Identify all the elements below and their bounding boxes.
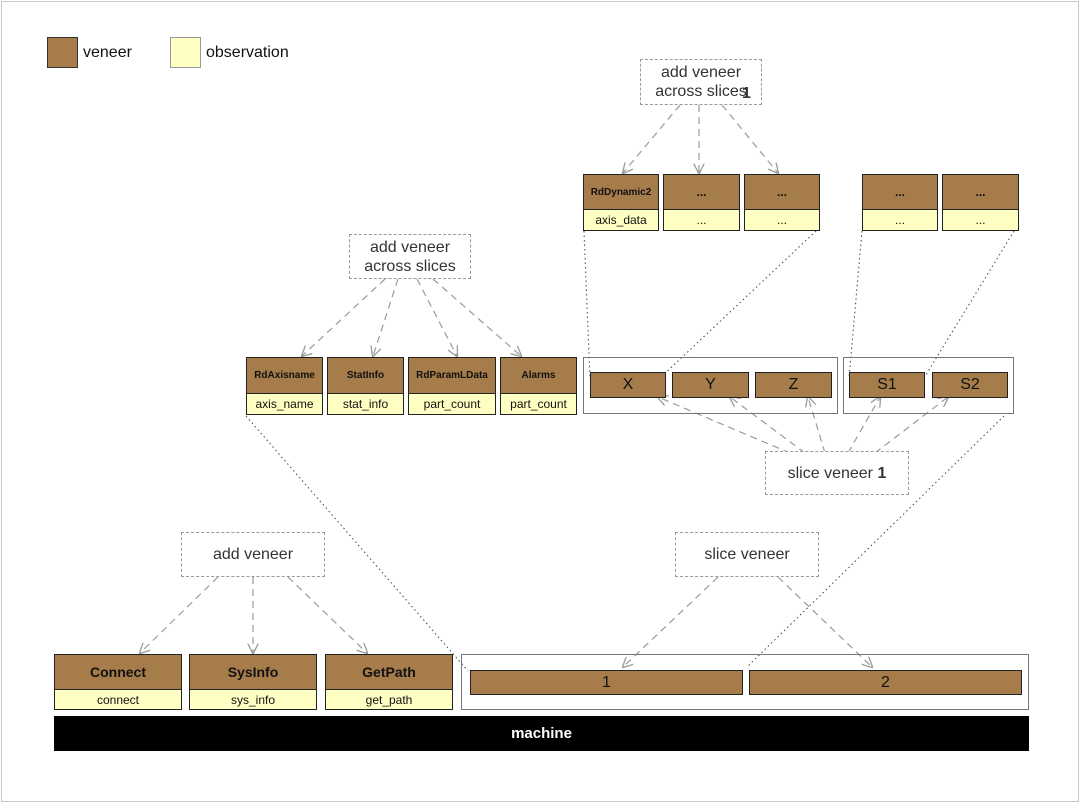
slice-veneer-1-number: 1	[877, 464, 887, 482]
slice-x: X	[590, 372, 666, 398]
add-veneer-across-slices-text: add veneer across slices	[364, 238, 456, 275]
arrow-across1-dots-2	[721, 104, 778, 173]
legend-veneer-label: veneer	[83, 44, 132, 61]
add-veneer-across-slices-note: add veneer across slices	[349, 234, 471, 279]
machine-bar: machine	[54, 716, 1029, 751]
arrow-slice-veneer-2	[777, 576, 872, 667]
mid-veneer-alarms: Alarms	[500, 357, 577, 394]
top-veneer-placeholder-2: ...	[744, 174, 820, 210]
base-veneer-sysinfo: SysInfo	[189, 654, 317, 690]
legend-observation-swatch	[170, 37, 201, 68]
add-veneer-text: add veneer	[212, 546, 294, 563]
base-observation-sys-info: sys_info	[189, 689, 317, 710]
slice-veneer-1-text: slice veneer	[787, 464, 873, 482]
mid-veneer-rdparamldata: RdParamLData	[408, 357, 496, 394]
slice-group-spindles	[843, 357, 1014, 414]
mid-veneer-rdaxisname: RdAxisname	[246, 357, 323, 394]
add-veneer-note: add veneer	[181, 532, 325, 577]
slice-z: Z	[755, 372, 832, 398]
arrow-across-rdparamldata	[416, 278, 457, 356]
slice-s1: S1	[849, 372, 925, 398]
arrow-slice1-y	[730, 397, 806, 454]
top-observation-placeholder-3: ...	[862, 209, 938, 231]
top-veneer-placeholder-4: ...	[942, 174, 1019, 210]
base-veneer-getpath: GetPath	[325, 654, 453, 690]
arrow-add-veneer-getpath	[287, 576, 367, 653]
dotted-top2-to-s2	[923, 230, 1015, 379]
top-observation-placeholder-1: ...	[663, 209, 740, 231]
add-veneer-across-slices-1-text: add veneer across slices	[655, 64, 747, 100]
base-observation-get-path: get_path	[325, 689, 453, 710]
mid-observation-axis-name: axis_name	[246, 393, 323, 415]
machine-slice-1: 1	[470, 670, 743, 695]
mid-observation-stat-info: stat_info	[327, 393, 404, 415]
mid-observation-part-count-1: part_count	[408, 393, 496, 415]
dotted-dots-to-x	[659, 230, 817, 379]
slice-s2: S2	[932, 372, 1008, 398]
dotted-s2-to-slice2	[747, 415, 1005, 667]
dotted-rddynamic2-to-x	[583, 230, 591, 379]
mid-observation-part-count-2: part_count	[500, 393, 577, 415]
legend-observation-label: observation	[206, 44, 289, 61]
top-observation-axis-data: axis_data	[583, 209, 659, 231]
add-veneer-across-slices-1-note: add veneer across slices 1	[640, 59, 762, 105]
arrow-across1-rddynamic2	[623, 104, 681, 173]
slice-veneer-note: slice veneer	[675, 532, 819, 577]
base-observation-connect: connect	[54, 689, 182, 710]
mid-veneer-statinfo: StatInfo	[327, 357, 404, 394]
top-observation-placeholder-2: ...	[744, 209, 820, 231]
slice-group-axes	[583, 357, 838, 414]
slice-veneer-text: slice veneer	[704, 546, 790, 563]
slice-y: Y	[672, 372, 749, 398]
arrow-add-veneer-connect	[140, 576, 219, 653]
base-veneer-connect: Connect	[54, 654, 182, 690]
arrow-across-statinfo	[373, 278, 399, 356]
machine-slice-group	[461, 654, 1029, 710]
arrow-across-rdaxisname	[302, 278, 386, 356]
arrow-across-alarms	[432, 278, 521, 356]
top-veneer-rddynamic2: RdDynamic2	[583, 174, 659, 210]
arrow-slice1-z	[808, 397, 826, 454]
machine-slice-2: 2	[749, 670, 1022, 695]
arrow-slice-veneer-1	[623, 576, 719, 667]
top-observation-placeholder-4: ...	[942, 209, 1019, 231]
arrow-slice1-s1	[847, 397, 880, 454]
slice-veneer-1-note: slice veneer 1	[765, 451, 909, 495]
legend-veneer-swatch	[47, 37, 78, 68]
top-veneer-placeholder-3: ...	[862, 174, 938, 210]
arrow-slice1-s2	[874, 397, 948, 454]
top-veneer-placeholder-1: ...	[663, 174, 740, 210]
dotted-top2-to-s1	[848, 230, 863, 379]
add-veneer-across-slices-1-number: 1	[742, 85, 751, 102]
